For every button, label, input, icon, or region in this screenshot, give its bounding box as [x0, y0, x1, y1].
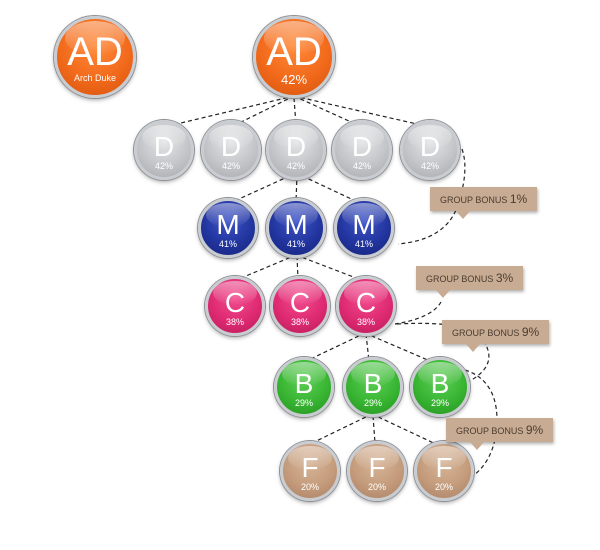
group-bonus-callout: GROUP BONUS 1%	[430, 187, 538, 219]
node-percentage: 29%	[430, 398, 449, 408]
node-letter: F	[435, 452, 453, 483]
d-node: D 42%	[266, 120, 326, 180]
d-node: D 42%	[332, 120, 392, 180]
node-percentage: 20%	[300, 482, 319, 492]
m-node: M 41%	[198, 198, 258, 258]
node-percentage: 42%	[352, 161, 371, 171]
node-percentage: 38%	[225, 317, 244, 327]
c-node: C 38%	[336, 276, 396, 336]
legend-label: Arch Duke	[73, 73, 117, 83]
connector-line	[295, 172, 363, 205]
group-bonus-value: 9%	[525, 423, 544, 437]
node-letter: M	[216, 209, 240, 240]
node-letter: C	[224, 287, 246, 318]
node-percentage: 42%	[154, 161, 173, 171]
node-letter: M	[284, 209, 308, 240]
group-bonus-label: GROUP BONUS	[456, 426, 524, 436]
node-percentage: 42%	[221, 161, 240, 171]
node-percentage: 41%	[286, 239, 305, 249]
m-node: M 41%	[266, 198, 326, 258]
node-letter: F	[301, 452, 319, 483]
node-letter: AD	[266, 30, 322, 74]
connector-line	[364, 332, 438, 365]
b-node: B 29%	[274, 357, 334, 417]
node-letter: D	[220, 131, 242, 162]
d-node: D 42%	[134, 120, 194, 180]
connector-line	[371, 413, 441, 447]
node-percentage: 29%	[294, 398, 313, 408]
node-letter: D	[351, 131, 373, 162]
node-letter: C	[289, 287, 311, 318]
node-percentage: 38%	[356, 317, 375, 327]
f-node: F 20%	[347, 441, 407, 501]
f-node: F 20%	[280, 441, 340, 501]
group-bonus-label: GROUP BONUS	[440, 195, 508, 205]
node-percentage: 42%	[280, 72, 308, 87]
node-letter: M	[352, 209, 376, 240]
node-percentage: 38%	[290, 317, 309, 327]
node-letter: B	[430, 368, 450, 399]
connector-line	[305, 413, 373, 447]
node-letter: D	[285, 131, 307, 162]
group-bonus-callout: GROUP BONUS 9%	[442, 320, 550, 352]
group-bonus-value: 1%	[509, 192, 528, 206]
group-bonus-value: 3%	[495, 271, 514, 285]
group-bonus-label: GROUP BONUS	[426, 274, 494, 284]
root-arch-duke-node: AD 42%	[253, 16, 335, 98]
d-node: D 42%	[400, 120, 460, 180]
group-bonus-value: 9%	[521, 325, 540, 339]
node-percentage: 20%	[367, 482, 386, 492]
node-letter: B	[294, 368, 314, 399]
c-node: C 38%	[205, 276, 265, 336]
group-bonus-curve	[396, 322, 490, 383]
connector-line	[163, 95, 295, 128]
connector-line	[227, 172, 297, 205]
group-bonus-label: GROUP BONUS	[452, 328, 520, 338]
connector-line	[299, 332, 366, 365]
node-letter: B	[363, 368, 383, 399]
group-bonus-curve	[464, 369, 498, 479]
b-node: B 29%	[410, 357, 470, 417]
c-node: C 38%	[270, 276, 330, 336]
node-percentage: 20%	[434, 482, 453, 492]
group-bonus-callout: GROUP BONUS 3%	[416, 266, 524, 298]
f-node: F 20%	[414, 441, 474, 501]
connector-line	[293, 95, 363, 128]
legend-arch-duke-node: AD Arch Duke	[54, 16, 136, 98]
b-node: B 29%	[343, 357, 403, 417]
group-bonus-curve	[394, 301, 442, 325]
node-percentage: 41%	[218, 239, 237, 249]
node-percentage: 42%	[420, 161, 439, 171]
group-bonus-callout: GROUP BONUS 9%	[446, 418, 554, 450]
m-node: M 41%	[334, 198, 394, 258]
node-letter: D	[153, 131, 175, 162]
group-bonus-curve	[397, 148, 466, 245]
node-percentage: 41%	[354, 239, 373, 249]
node-percentage: 29%	[363, 398, 382, 408]
node-percentage: 42%	[286, 161, 305, 171]
connector-line	[365, 333, 370, 362]
node-letter: AD	[67, 30, 123, 74]
node-letter: C	[355, 287, 377, 318]
connector-line	[372, 415, 376, 444]
node-letter: F	[368, 452, 386, 483]
connector-line	[295, 173, 298, 203]
connector-line	[296, 255, 299, 280]
connector-line	[293, 95, 431, 128]
node-letter: D	[419, 131, 441, 162]
connector-line	[295, 254, 365, 282]
d-node: D 42%	[201, 120, 261, 180]
